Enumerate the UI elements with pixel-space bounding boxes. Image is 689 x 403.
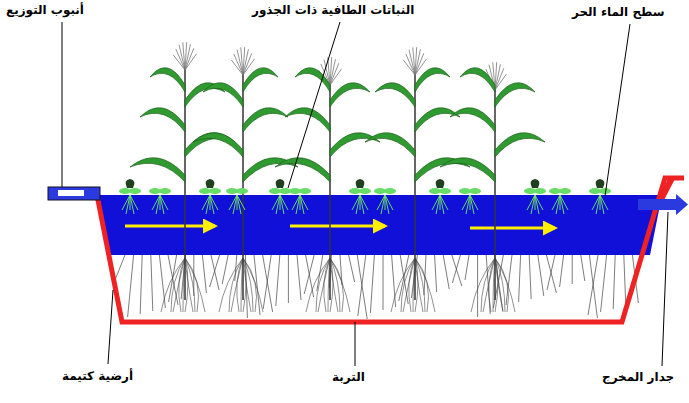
part-label: جدار المخرج: [600, 369, 676, 385]
leader-lines: [62, 22, 668, 366]
soil: [100, 250, 655, 320]
reeds: [130, 42, 545, 312]
floating-plants: [119, 179, 611, 214]
water: [97, 195, 662, 255]
inlet-pipe: [58, 190, 84, 196]
part-label: النباتات الطافية ذات الجذور: [250, 2, 416, 18]
part-label: أنبوب التوزيع: [4, 2, 86, 18]
flow-arrows: [125, 226, 555, 228]
part-label: أرضية كتيمة: [60, 368, 135, 384]
inlet-pipe: [48, 187, 100, 200]
outlet-arrow: [676, 194, 688, 215]
part-label: التربة: [330, 369, 367, 385]
outlet-pipe: [638, 199, 678, 210]
roots: [115, 255, 638, 319]
part-label: سطح الماء الحر: [570, 4, 667, 20]
